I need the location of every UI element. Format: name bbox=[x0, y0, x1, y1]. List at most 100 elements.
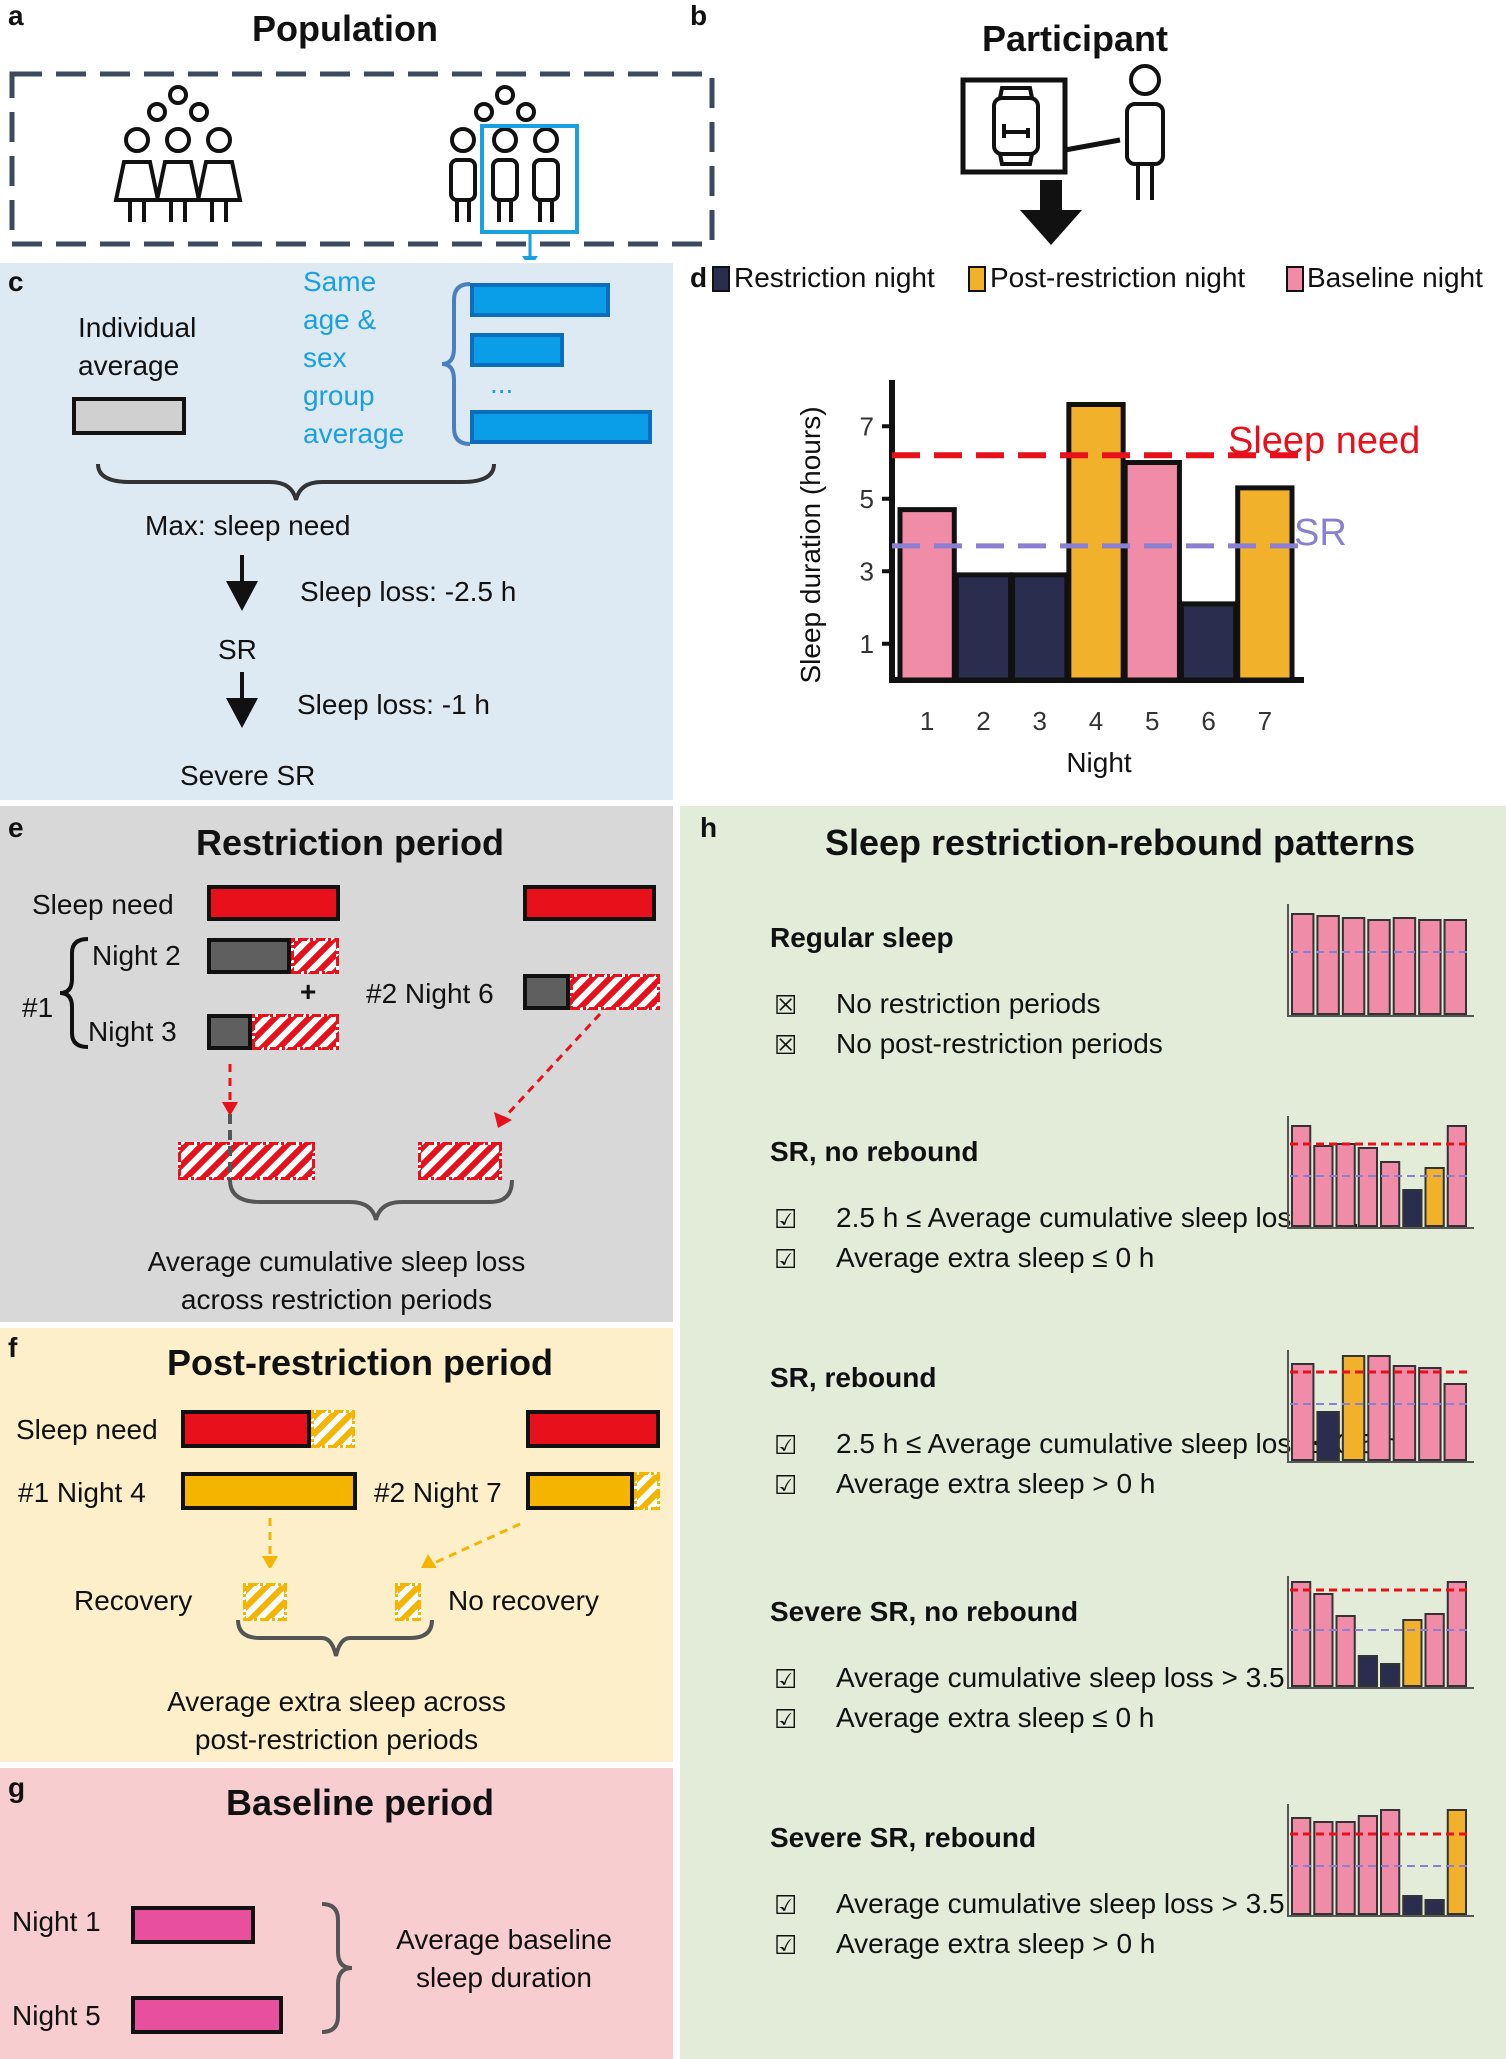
mini-bar bbox=[1335, 1615, 1356, 1687]
e-caption-1: Average cumulative sleep loss bbox=[147, 1246, 526, 1277]
mini-bar bbox=[1392, 1365, 1417, 1461]
e-plus: + bbox=[300, 976, 317, 1007]
legend-baseline-label: Baseline night bbox=[1307, 262, 1483, 293]
pattern-title-sr-no-rebound: SR, no rebound bbox=[770, 1136, 979, 1167]
sr-line-label: SR bbox=[1294, 512, 1347, 554]
pattern-checkbox-icon: ☑ bbox=[774, 1704, 798, 1734]
group-member-bar-1 bbox=[470, 283, 610, 317]
mini-bar bbox=[1357, 1655, 1378, 1687]
e-group1-label: #1 bbox=[22, 992, 54, 1023]
f-night7-bar bbox=[526, 1472, 634, 1510]
panel-f bbox=[0, 1328, 673, 1762]
e-night6-label: #2 Night 6 bbox=[366, 978, 494, 1009]
f-sleep-need-label: Sleep need bbox=[16, 1414, 158, 1445]
f-night7-label: #2 Night 7 bbox=[374, 1477, 502, 1508]
e-group-brace bbox=[59, 937, 89, 1049]
e-caption-2: across restriction periods bbox=[180, 1284, 493, 1315]
legend-baseline-swatch bbox=[1286, 266, 1304, 292]
mini-bar bbox=[1402, 1619, 1423, 1687]
e-sleep-need-bar-2 bbox=[523, 885, 656, 921]
mini-axes bbox=[1287, 1350, 1474, 1463]
population-illustration bbox=[9, 71, 715, 260]
f-recovery-label: Recovery bbox=[74, 1585, 193, 1616]
mini-bar bbox=[1424, 1899, 1445, 1915]
f-recovery-box bbox=[243, 1583, 287, 1621]
sleep-need-line-label: Sleep need bbox=[1228, 420, 1421, 462]
e-night3-loss bbox=[252, 1014, 339, 1050]
mini-bar bbox=[1443, 919, 1467, 1015]
e-brace bbox=[228, 1114, 514, 1221]
down-arrow-icon bbox=[1020, 180, 1082, 245]
group-member-bar-2 bbox=[470, 333, 564, 367]
group-label-4: group bbox=[303, 380, 375, 411]
panel-b-letter: b bbox=[690, 0, 708, 31]
legend-post-restriction-label: Post-restriction night bbox=[990, 262, 1246, 293]
pattern-checkbox-icon: ☑ bbox=[774, 1430, 798, 1460]
f-brace bbox=[236, 1619, 434, 1657]
group-label-1: Same bbox=[303, 266, 377, 297]
mini-bar bbox=[1291, 1363, 1315, 1461]
e-night2-loss bbox=[291, 938, 339, 974]
sleep-loss-2-label: Sleep loss: -1 h bbox=[297, 689, 490, 720]
panel-c-letter: c bbox=[8, 266, 24, 297]
pattern-mini-chart-severe-sr-rebound bbox=[1287, 1804, 1474, 1917]
panel-f-title: Post-restriction period bbox=[166, 1342, 554, 1383]
g-night1-label: Night 1 bbox=[12, 1906, 101, 1937]
pattern-mini-chart-severe-sr-no-rebound bbox=[1287, 1576, 1474, 1689]
mini-bar bbox=[1446, 1809, 1467, 1915]
y-tick-7: 7 bbox=[860, 411, 874, 441]
panel-f-letter: f bbox=[8, 1332, 18, 1363]
pattern-criterion: Average extra sleep ≤ 0 h bbox=[836, 1702, 1155, 1733]
pattern-checkbox-icon: ☑ bbox=[774, 1664, 798, 1694]
arrow-2-icon bbox=[226, 672, 258, 728]
e-arrows bbox=[222, 1012, 602, 1128]
pattern-checkbox-icon: ☑ bbox=[774, 1204, 798, 1234]
sr-label: SR bbox=[218, 634, 257, 665]
mini-bar bbox=[1402, 1895, 1423, 1915]
x-tick-6: 6 bbox=[1201, 706, 1215, 736]
legend-restriction-swatch bbox=[712, 266, 730, 292]
bar-night-7 bbox=[1235, 485, 1295, 683]
bar-night-3 bbox=[1010, 572, 1070, 683]
f-caption-2: post-restriction periods bbox=[194, 1724, 479, 1755]
panel-b-title: Participant bbox=[981, 18, 1169, 59]
g-night5-bar bbox=[131, 1996, 283, 2034]
f-no-recovery-label: No recovery bbox=[448, 1585, 599, 1616]
individual-label-1: Individual bbox=[78, 312, 197, 343]
severe-sr-label: Severe SR bbox=[180, 760, 316, 791]
e-sleep-need-bar-1 bbox=[207, 885, 340, 921]
male-group-icon bbox=[449, 85, 560, 222]
mini-bar bbox=[1380, 1809, 1401, 1915]
pattern-criterion: Average extra sleep > 0 h bbox=[836, 1928, 1156, 1959]
max-sleep-need-label: Max: sleep need bbox=[145, 510, 351, 541]
g-night1-bar bbox=[131, 1906, 255, 1944]
g-caption-2: sleep duration bbox=[416, 1962, 592, 1993]
legend-post-restriction-swatch bbox=[968, 266, 986, 292]
mini-axes bbox=[1287, 1116, 1474, 1229]
pattern-criterion: Average cumulative sleep loss > 3.5 h bbox=[836, 1888, 1308, 1919]
arrow-1-icon bbox=[226, 555, 258, 611]
mini-bar bbox=[1291, 913, 1315, 1015]
pattern-criterion: No post-restriction periods bbox=[836, 1028, 1163, 1059]
mini-bar bbox=[1316, 915, 1340, 1015]
panel-a-title: Population bbox=[252, 8, 438, 49]
pattern-checkbox-icon: ☑ bbox=[774, 1890, 798, 1920]
f-night7-remaining bbox=[634, 1472, 660, 1510]
y-tick-1: 1 bbox=[860, 629, 874, 659]
pattern-title-sr-rebound: SR, rebound bbox=[770, 1362, 937, 1393]
x-tick-2: 2 bbox=[976, 706, 990, 736]
mini-bar bbox=[1424, 1167, 1445, 1227]
bar-night-1 bbox=[897, 507, 957, 683]
panel-h-title: Sleep restriction-rebound patterns bbox=[824, 822, 1416, 863]
f-no-recovery-box bbox=[395, 1583, 421, 1621]
smartwatch-icon bbox=[992, 86, 1040, 166]
f-night4-bar bbox=[181, 1472, 357, 1510]
pattern-checkbox-icon: ☒ bbox=[774, 990, 798, 1020]
e-night6-loss bbox=[570, 974, 660, 1010]
group-label-2: age & bbox=[303, 304, 377, 335]
mini-bar bbox=[1291, 1581, 1312, 1687]
individual-label-2: average bbox=[78, 350, 180, 381]
e-night2-bar bbox=[207, 938, 291, 974]
pattern-checkbox-icon: ☑ bbox=[774, 1930, 798, 1960]
